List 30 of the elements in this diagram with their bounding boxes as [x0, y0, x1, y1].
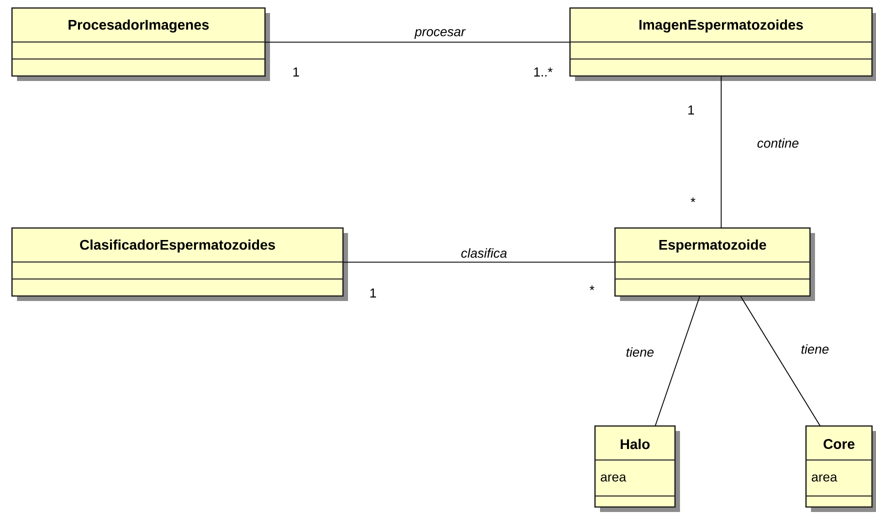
multiplicity: * [590, 286, 594, 290]
class-box [805, 425, 876, 512]
attribute: area [812, 474, 838, 482]
class-box [569, 7, 876, 81]
multiplicity: 1 [688, 106, 694, 114]
association-line [264, 42, 570, 43]
multiplicity: * [690, 198, 696, 202]
association-line [654, 296, 700, 426]
class-name: ClasificadorEspermatozoides [80, 239, 275, 253]
edge-label: tiene [800, 343, 830, 355]
class-box [11, 227, 348, 301]
class-box [594, 425, 680, 512]
edge-label: contine [756, 137, 800, 149]
association-line [720, 76, 722, 228]
edge-label: procesar [414, 28, 466, 40]
class-name: ImagenEspermatozoides [639, 19, 803, 33]
class-box [614, 227, 815, 301]
class-name: Halo [620, 438, 650, 450]
association-line [342, 262, 616, 263]
attribute: area [600, 474, 626, 482]
edge-label: clasifica [460, 247, 508, 259]
class-box [11, 7, 270, 81]
multiplicity: 1 [370, 288, 376, 298]
class-name: Core [824, 439, 854, 449]
edge-label: tiene [624, 346, 656, 358]
class-name: Espermatozoide [659, 239, 766, 253]
association-line [740, 296, 821, 426]
multiplicity: 1 [293, 68, 299, 76]
multiplicity: 1..* [534, 68, 553, 76]
class-name: ProcesadorImagenes [68, 19, 209, 33]
